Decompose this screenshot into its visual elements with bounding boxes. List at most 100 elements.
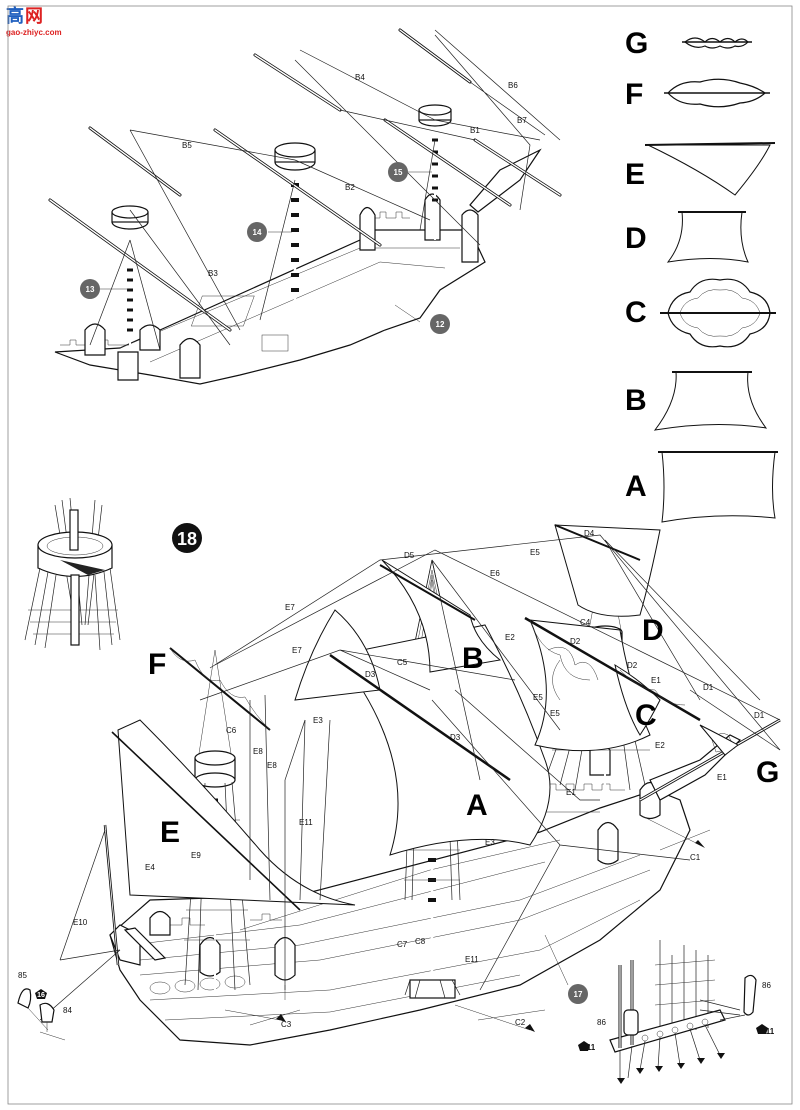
mizzen-top-sail (294, 609, 381, 701)
callout-14: 14 (247, 222, 292, 242)
svg-text:D: D (625, 222, 647, 255)
label-E1-c: E1 (566, 788, 576, 797)
legend-sail-F: F (625, 78, 770, 111)
label-C8: C8 (415, 937, 426, 946)
label-E10: E10 (73, 918, 88, 927)
inset-fighting-top-detail (24, 497, 121, 651)
label-B7: B7 (517, 116, 527, 125)
label-E5-c: E5 (550, 709, 560, 718)
top-mizzen-mast (111, 125, 149, 350)
label-B2: B2 (345, 183, 355, 192)
label-E3-a: E3 (313, 716, 323, 725)
label-C6: C6 (226, 726, 237, 735)
label-E11-a: E11 (299, 818, 313, 827)
label-D2-a: D2 (570, 637, 581, 646)
label-B6: B6 (508, 81, 518, 90)
sail-letter-A: A (466, 789, 488, 822)
label-D1-a: D1 (703, 683, 714, 692)
svg-text:13: 13 (86, 285, 95, 294)
label-E8-b: E8 (267, 761, 277, 770)
label-D4: D4 (584, 529, 595, 538)
legend-sail-B: B (625, 371, 768, 431)
label-D2-b: D2 (627, 661, 638, 670)
label-B4: B4 (355, 73, 365, 82)
label-E5-b: E5 (533, 693, 543, 702)
label-D5: D5 (404, 551, 415, 560)
label-E4: E4 (145, 863, 155, 872)
label-86-right: 86 (762, 981, 771, 990)
spritsail-C (614, 663, 661, 736)
label-E2-b: E2 (655, 741, 665, 750)
label-D1-b: D1 (754, 711, 765, 720)
label-E2-a: E2 (505, 633, 515, 642)
label-C5: C5 (397, 658, 408, 667)
svg-text:G: G (625, 27, 648, 60)
svg-text:12: 12 (436, 320, 445, 329)
label-C7: C7 (397, 940, 408, 949)
legend-sail-A: A (625, 451, 778, 523)
label-85: 85 (18, 971, 27, 980)
callout-13: 13 (80, 279, 128, 299)
site-logo: 高网 gao-zhiyc.com (6, 8, 72, 42)
bottom-mizzen-mast (103, 640, 356, 991)
legend-sail-E: E (625, 142, 776, 196)
logo-char-main: 高 (6, 6, 25, 27)
label-B1: B1 (470, 126, 480, 135)
svg-text:C: C (625, 296, 647, 329)
label-D3-a: D3 (365, 670, 376, 679)
label-C2: C2 (515, 1018, 526, 1027)
label-B3: B3 (208, 269, 218, 278)
label-E9: E9 (191, 851, 201, 860)
callout-17: 17 (544, 934, 588, 1004)
svg-text:15: 15 (394, 168, 403, 177)
sail-letter-F: F (148, 648, 166, 681)
sail-letter-G: G (756, 756, 779, 789)
label-C4: C4 (580, 618, 591, 627)
logo-char-sub: 网 (25, 6, 44, 27)
top-ship-diagram: B5 B4 B6 B7 B1 B2 B3 13 14 15 12 (48, 25, 562, 385)
main-top-sail-B (381, 559, 502, 673)
svg-text:17: 17 (574, 990, 583, 999)
fore-top-sail-D (554, 524, 661, 617)
label-E7-a: E7 (285, 603, 295, 612)
label-E3-b: E3 (485, 838, 495, 847)
sail-letter-D: D (642, 614, 664, 647)
label-E5-a: E5 (530, 548, 540, 557)
pinrail-detail-11: 86 86 11 11 (578, 940, 775, 1084)
main-course-sail-A (337, 624, 551, 856)
legend-sail-C: C (625, 278, 776, 348)
label-E11-b: E11 (465, 955, 479, 964)
sail-letter-C: C (635, 699, 657, 732)
label-16: 16 (37, 992, 45, 999)
legend-sail-G: G (625, 27, 752, 60)
label-C1: C1 (690, 853, 701, 862)
label-E7-b: E7 (292, 646, 302, 655)
bottom-ship-diagram: F E B A D C G D5 E6 E5 D4 E7 E7 C5 D3 E2… (39, 524, 781, 1046)
logo-url: gao-zhiyc.com (6, 28, 62, 37)
label-B5: B5 (182, 141, 192, 150)
label-D3-b: D3 (450, 733, 461, 742)
svg-text:F: F (625, 78, 643, 111)
label-E8-a: E8 (253, 747, 263, 756)
label-84: 84 (63, 1006, 72, 1015)
label-E6: E6 (490, 569, 500, 578)
svg-text:B: B (625, 384, 647, 417)
svg-text:E: E (625, 158, 645, 191)
label-11-right: 11 (766, 1027, 775, 1036)
label-E1-b: E1 (717, 773, 727, 782)
callout-12: 12 (394, 304, 450, 334)
sail-letter-E: E (160, 816, 180, 849)
svg-text:A: A (625, 470, 647, 503)
callout-15: 15 (388, 162, 432, 182)
sail-legend: G F E D C B A (625, 27, 778, 523)
legend-sail-D: D (625, 211, 749, 263)
label-E1-a: E1 (651, 676, 661, 685)
sail-letter-B: B (462, 642, 484, 675)
belaying-detail-16: 85 16 84 (17, 971, 72, 1041)
label-C3: C3 (281, 1020, 292, 1029)
bowsprit-sail-G (699, 724, 739, 756)
label-11-left: 11 (587, 1043, 596, 1052)
svg-text:14: 14 (253, 228, 262, 237)
step-number-18: 18 (172, 523, 202, 553)
